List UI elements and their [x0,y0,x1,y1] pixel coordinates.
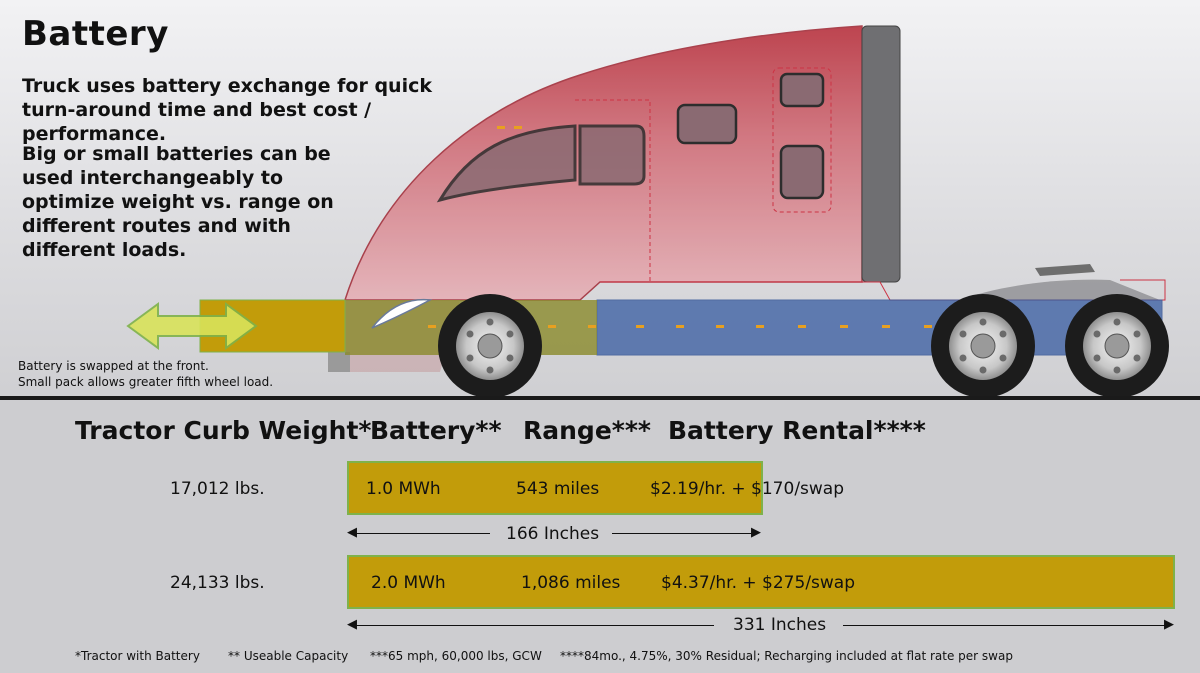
headlight [371,298,433,329]
header-range: Range*** [523,416,651,445]
row2-length: 331 Inches [733,615,827,635]
row2-battery: 2.0 MWh [371,573,446,593]
exhaust-stack [861,25,901,283]
rear-wheel-1 [931,294,1035,398]
intro-paragraph-2: Big or small batteries can be used inter… [22,143,334,261]
row1-dim-line-left [352,533,490,534]
windshield [436,124,577,203]
row1-battery: 1.0 MWh [366,479,441,499]
bunk-window-top [779,72,825,108]
row1-dim-arrow-left-icon: ◀ [347,525,357,540]
footnote-1: *Tractor with Battery [75,649,200,663]
header-weight: Tractor Curb Weight* [75,416,372,445]
truck-illustration [126,25,1169,398]
row2-dim-arrow-left-icon: ◀ [347,617,357,632]
row1-rental: $2.19/hr. + $170/swap [650,479,845,499]
row1-range: 543 miles [516,479,600,499]
row2-range: 1,086 miles [521,573,621,593]
bumper [328,352,350,372]
intro-paragraph-1: Truck uses battery exchange for quick tu… [22,75,432,145]
swap-note-line-1: Battery is swapped at the front. [18,359,209,373]
swap-note-line-2: Small pack allows greater fifth wheel lo… [18,375,274,389]
swap-arrow-icon [126,302,258,350]
row1-weight: 17,012 lbs. [170,479,265,499]
row1-dim-line-right [612,533,756,534]
table-panel [0,400,1200,673]
ground-line [0,396,1200,400]
footnote-4: ****84mo., 4.75%, 30% Residual; Rechargi… [560,649,1013,663]
bunk-window-bottom [779,144,825,200]
front-wheel [438,294,542,398]
row1-dim-arrow-right-icon: ▶ [751,525,761,540]
row1-battery-bar [347,461,763,515]
row2-dim-line-right [843,625,1169,626]
sleeper-window [676,103,738,145]
row2-weight: 24,133 lbs. [170,573,265,593]
header-rental: Battery Rental**** [668,416,926,445]
footnote-3: ***65 mph, 60,000 lbs, GCW [370,649,542,663]
row2-dim-arrow-right-icon: ▶ [1164,617,1174,632]
header-battery: Battery** [370,416,502,445]
side-window [578,124,646,186]
row2-battery-bar [347,555,1175,609]
row1-length: 166 Inches [506,524,600,544]
fifth-wheel [1035,264,1095,276]
row2-rental: $4.37/hr. + $275/swap [661,573,856,593]
page-title: Battery [22,14,169,54]
rear-wheel-2 [1065,294,1169,398]
row2-dim-line-left [352,625,714,626]
footnote-2: ** Useable Capacity [228,649,349,663]
